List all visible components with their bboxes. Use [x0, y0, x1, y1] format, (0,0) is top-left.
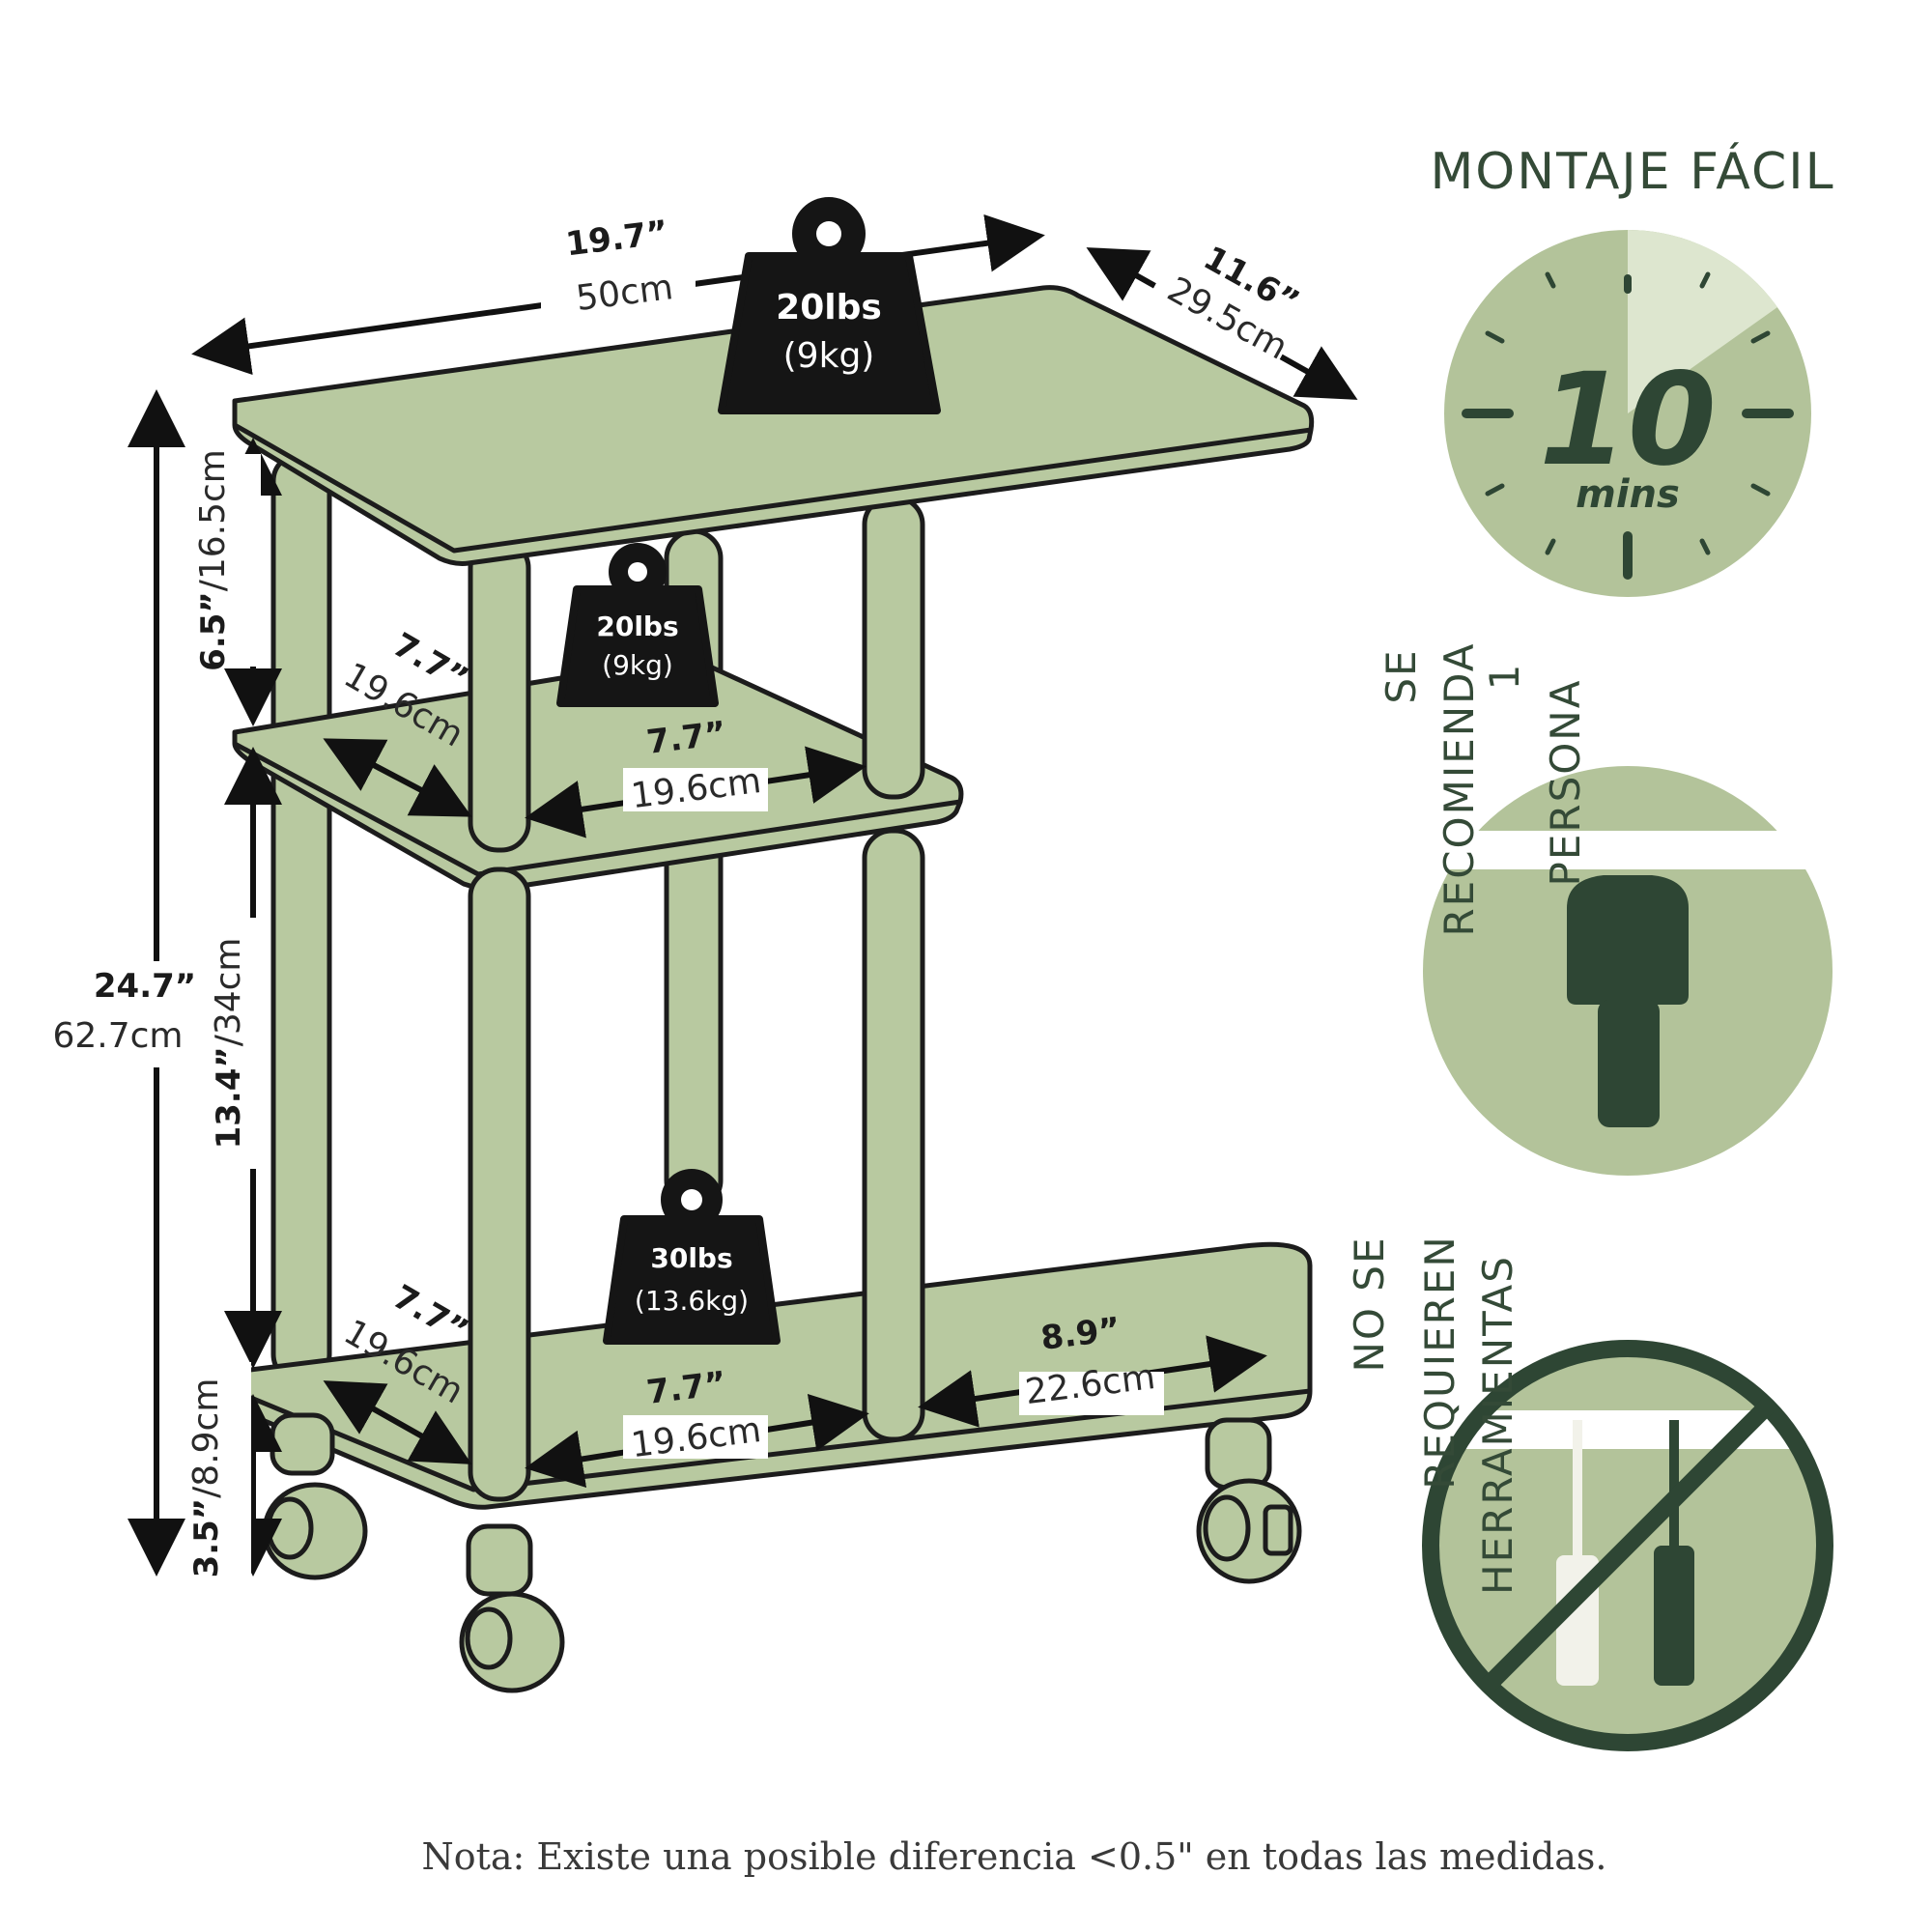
people-line-1: SE: [1378, 648, 1425, 703]
upper-gap-label: 6.5”/16.5cm: [193, 449, 233, 671]
people-badge: [1410, 766, 1833, 1176]
people-text: SE RECOMIENDA 1 PERSONA: [1378, 641, 1589, 936]
assembly-title: MONTAJE FÁCIL: [1430, 142, 1834, 201]
clock-ticks: [1462, 271, 1794, 580]
upper-gap-metric: /16.5cm: [193, 449, 233, 591]
weight-middle-load: 20lbs: [596, 611, 678, 642]
tools-line-3: HERRAMIENTAS: [1474, 1255, 1521, 1595]
total-height-metric: 62.7cm: [52, 1016, 183, 1056]
caster-front-center: [459, 1523, 565, 1693]
prohibited-icon: [1422, 1340, 1833, 1751]
top-width-imperial: 19.7”: [564, 213, 670, 265]
weight-icon-middle: 20lbs (9kg): [556, 543, 719, 707]
floor-gap-imperial: 3.5”: [187, 1498, 226, 1578]
person-icon: [1567, 875, 1689, 1127]
assembly-time-unit: mins: [1576, 472, 1680, 517]
total-height-imperial: 24.7”: [94, 967, 196, 1006]
bottom-width-imperial: 7.7”: [644, 1364, 728, 1412]
bottom-right-imperial: 8.9”: [1038, 1310, 1122, 1358]
label-backgrounds: [39, 244, 1304, 1584]
people-line-3: 1: [1481, 663, 1528, 691]
middle-gap-label: 13.4”/34cm: [209, 937, 248, 1149]
floor-gap-label: 3.5”/8.9cm: [186, 1378, 226, 1578]
people-line-2: RECOMIENDA: [1435, 641, 1483, 936]
weight-bottom-load: 30lbs: [650, 1242, 732, 1274]
front-leg-right-upper: [862, 495, 925, 800]
weight-icon-bottom: 30lbs (13.6kg): [603, 1169, 781, 1345]
upper-gap-imperial: 6.5”: [194, 591, 233, 671]
front-leg-left-lower: [468, 867, 531, 1502]
middle-gap-metric: /34cm: [209, 937, 248, 1046]
disclaimer-note: Nota: Existe una posible diferencia <0.5…: [421, 1835, 1606, 1878]
assembly-time-value: 10: [1539, 346, 1717, 495]
dimension-labels: 19.7” 50cm 11.6” 29.5cm 24.7” 62.7cm 6.5…: [52, 213, 1305, 1578]
tools-line-1: NO SE: [1346, 1236, 1393, 1372]
timer-badge: 10 mins: [1444, 229, 1811, 597]
weight-middle-metric: (9kg): [602, 649, 673, 681]
floor-gap-metric: /8.9cm: [186, 1378, 226, 1498]
people-line-4: PERSONA: [1542, 679, 1589, 887]
weight-top-load: 20lbs: [776, 288, 882, 327]
front-leg-left-upper: [468, 538, 531, 853]
weight-top-metric: (9kg): [783, 336, 875, 376]
tools-text: NO SE REQUIEREN HERRAMIENTAS: [1346, 1235, 1521, 1595]
weight-icon-top: 20lbs (9kg): [718, 197, 941, 414]
tools-line-2: REQUIEREN: [1416, 1235, 1463, 1490]
front-leg-right-lower: [862, 828, 925, 1442]
tools-badge: [1410, 1340, 1833, 1751]
mid-width-imperial: 7.7”: [644, 714, 728, 762]
back-leg-left: [270, 451, 332, 1384]
weight-bottom-metric: (13.6kg): [635, 1285, 749, 1317]
caster-right: [1196, 1417, 1302, 1584]
middle-gap-imperial: 13.4”: [210, 1046, 248, 1149]
cart-illustration: [232, 285, 1315, 1693]
